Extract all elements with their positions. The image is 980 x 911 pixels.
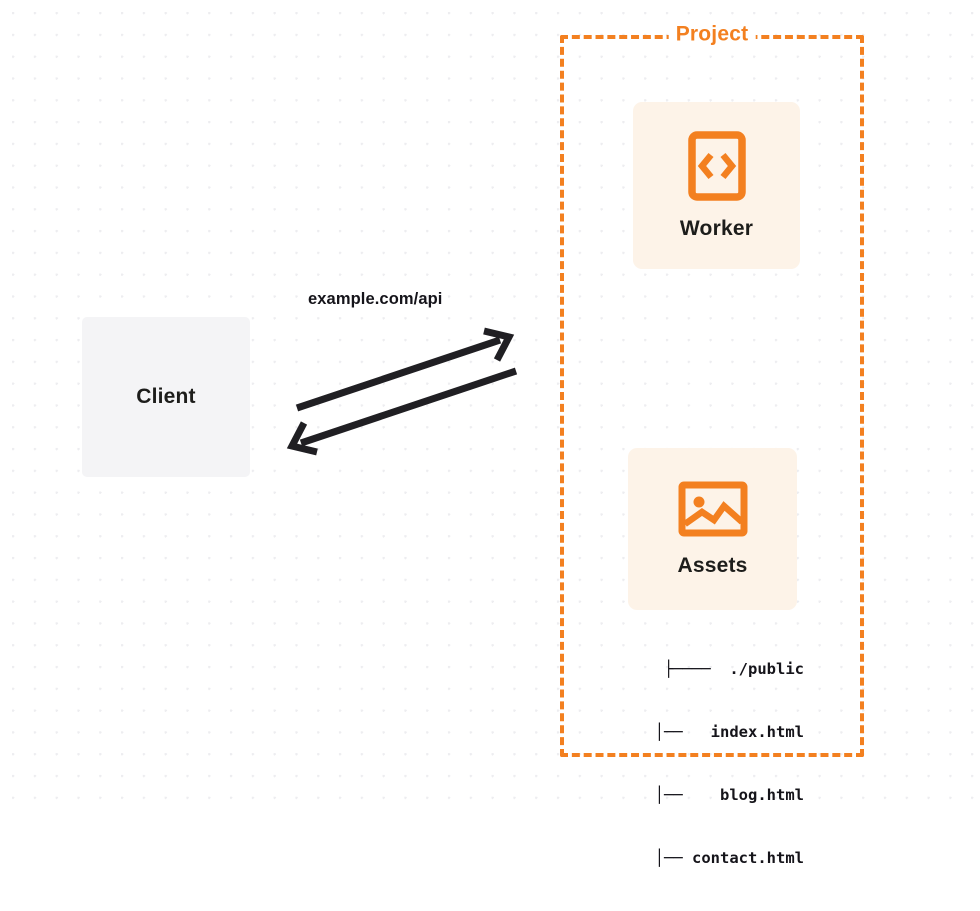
file-tree-row: │── contact.html xyxy=(654,849,804,867)
worker-label: Worker xyxy=(679,216,754,240)
response-arrow-icon xyxy=(286,367,518,456)
client-label: Client xyxy=(136,385,196,408)
worker-node[interactable]: Worker xyxy=(633,102,800,269)
image-icon xyxy=(678,480,748,538)
project-title: Project xyxy=(668,22,756,47)
file-tree-row: │── index.html xyxy=(654,723,804,741)
client-node: Client xyxy=(82,317,250,477)
file-tree: ├──── ./public │── index.html │── blog.h… xyxy=(604,617,804,911)
assets-node[interactable]: Assets xyxy=(628,448,797,610)
code-brackets-icon xyxy=(687,130,746,201)
assets-label: Assets xyxy=(677,554,748,577)
file-tree-row: ├──── ./public xyxy=(664,660,804,678)
request-arrow-icon xyxy=(295,327,515,412)
file-tree-row: │── blog.html xyxy=(654,786,804,804)
connection-label: example.com/api xyxy=(308,290,443,308)
diagram-canvas: Client example.com/api Project Worker xyxy=(0,0,980,867)
project-boundary: Project xyxy=(560,22,864,757)
